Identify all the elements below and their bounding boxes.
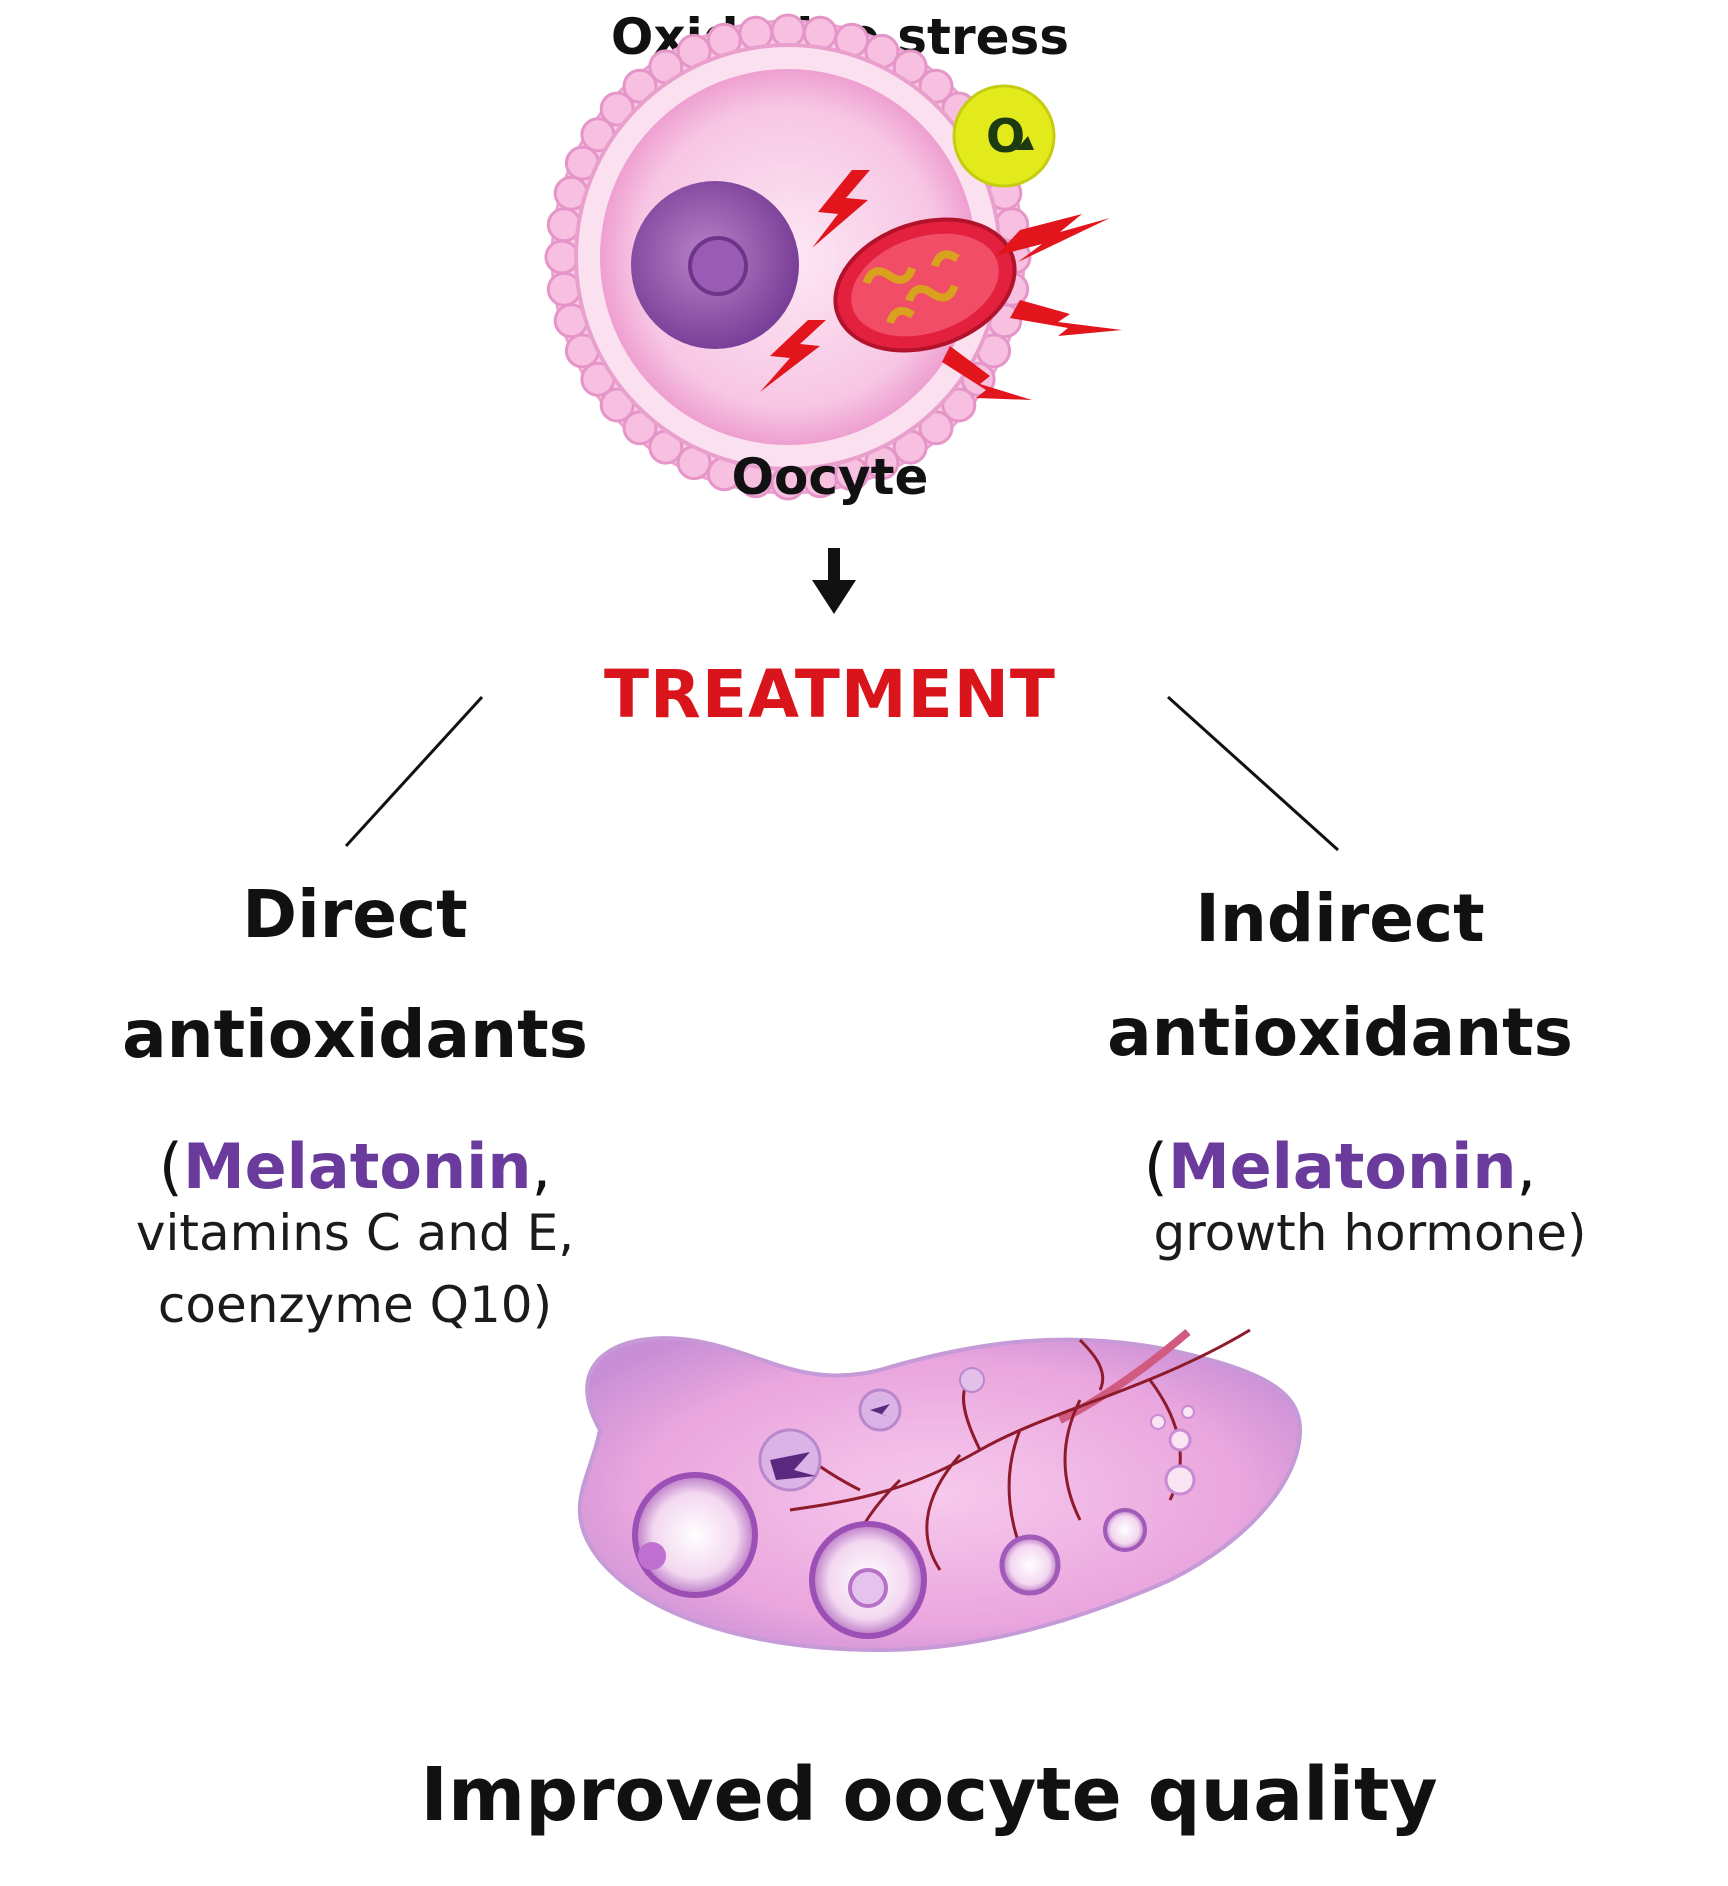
cumulus-bead: [770, 13, 806, 49]
melatonin-highlight: Melatonin: [182, 1130, 532, 1203]
comma: ,: [531, 1130, 552, 1203]
branch-line-right: [1166, 695, 1340, 852]
melatonin-highlight: Melatonin: [1167, 1130, 1517, 1203]
oocyte-label: Oocyte: [731, 448, 929, 506]
cumulus-bead: [941, 387, 977, 423]
direct-examples-line3: coenzyme Q10): [157, 1276, 553, 1334]
indirect-heading-line1: Indirect: [1195, 880, 1485, 957]
down-arrow-icon: [812, 548, 856, 614]
cumulus-bead: [544, 239, 580, 275]
follicle: [1168, 1428, 1192, 1452]
cumulus-bead: [599, 387, 635, 423]
follicle: [999, 1534, 1061, 1596]
nucleolus: [688, 236, 748, 296]
ovary-illustration: [577, 1328, 1303, 1653]
paren-open: (: [1143, 1130, 1168, 1203]
lightning-bolt-icon: [1010, 300, 1122, 336]
lightning-bolt-icon: [996, 214, 1110, 262]
corpus-luteum: [959, 1367, 985, 1393]
svg-text:O: O: [986, 109, 1025, 163]
follicle: [1150, 1414, 1166, 1430]
follicle-oocyte: [848, 1568, 888, 1608]
direct-heading-line1: Direct: [242, 876, 468, 953]
superoxide-radical-icon: O: [952, 84, 1056, 188]
follicle: [1181, 1405, 1195, 1419]
lightning-bolt-icon: [760, 320, 826, 392]
treatment-label: TREATMENT: [604, 656, 1056, 733]
cumulus-bead: [918, 68, 954, 104]
direct-heading-line2: antioxidants: [122, 996, 588, 1073]
follicle: [632, 1472, 758, 1598]
cumulus-bead: [599, 91, 635, 127]
improved-quality-label: Improved oocyte quality: [420, 1752, 1438, 1838]
follicle: [1103, 1508, 1147, 1552]
indirect-examples-line1: (Melatonin,: [1040, 1130, 1640, 1203]
corpus-luteum-mark: [770, 1452, 816, 1480]
follicle-oocyte: [638, 1542, 666, 1570]
cumulus-bead: [918, 410, 954, 446]
paren-open: (: [158, 1130, 183, 1203]
direct-examples-line2: vitamins C and E,: [135, 1204, 575, 1262]
cumulus-bead: [622, 410, 658, 446]
oocyte-illustration: O: [544, 13, 1122, 501]
cumulus-bead: [622, 68, 658, 104]
indirect-examples-line2: growth hormone): [1153, 1204, 1587, 1262]
branch-line-left: [344, 695, 484, 848]
follicle: [1164, 1464, 1196, 1496]
lightning-bolt-icon: [942, 346, 1032, 400]
lightning-bolt-icon: [812, 170, 870, 248]
indirect-heading-line2: antioxidants: [1107, 994, 1573, 1071]
mitochondrion: [833, 217, 1017, 353]
corpus-luteum-mark: [870, 1404, 892, 1418]
lightning-bolts: [760, 170, 1122, 400]
direct-examples-line1: (Melatonin,: [60, 1130, 650, 1203]
comma: ,: [1516, 1130, 1537, 1203]
